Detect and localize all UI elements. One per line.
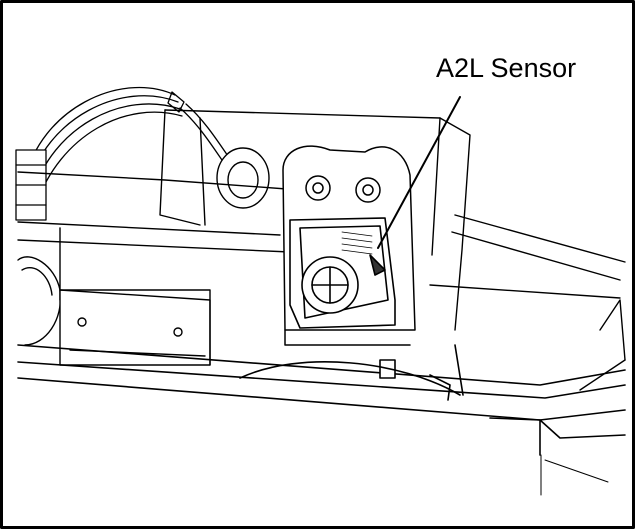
a2l-sensor-body — [289, 217, 396, 329]
a2l-sensor-label: A2L Sensor — [436, 53, 577, 83]
top-rail — [17, 171, 626, 301]
grommet — [216, 147, 270, 209]
corner-leader-line — [544, 459, 609, 483]
sensor-label-text — [341, 231, 373, 255]
wire-bundle — [15, 86, 247, 221]
right-panel — [579, 299, 626, 391]
a2l-sensor-leader-line — [377, 96, 461, 249]
blower-assembly — [17, 256, 211, 366]
drain-pan — [17, 344, 626, 456]
rear-wall — [159, 109, 471, 331]
